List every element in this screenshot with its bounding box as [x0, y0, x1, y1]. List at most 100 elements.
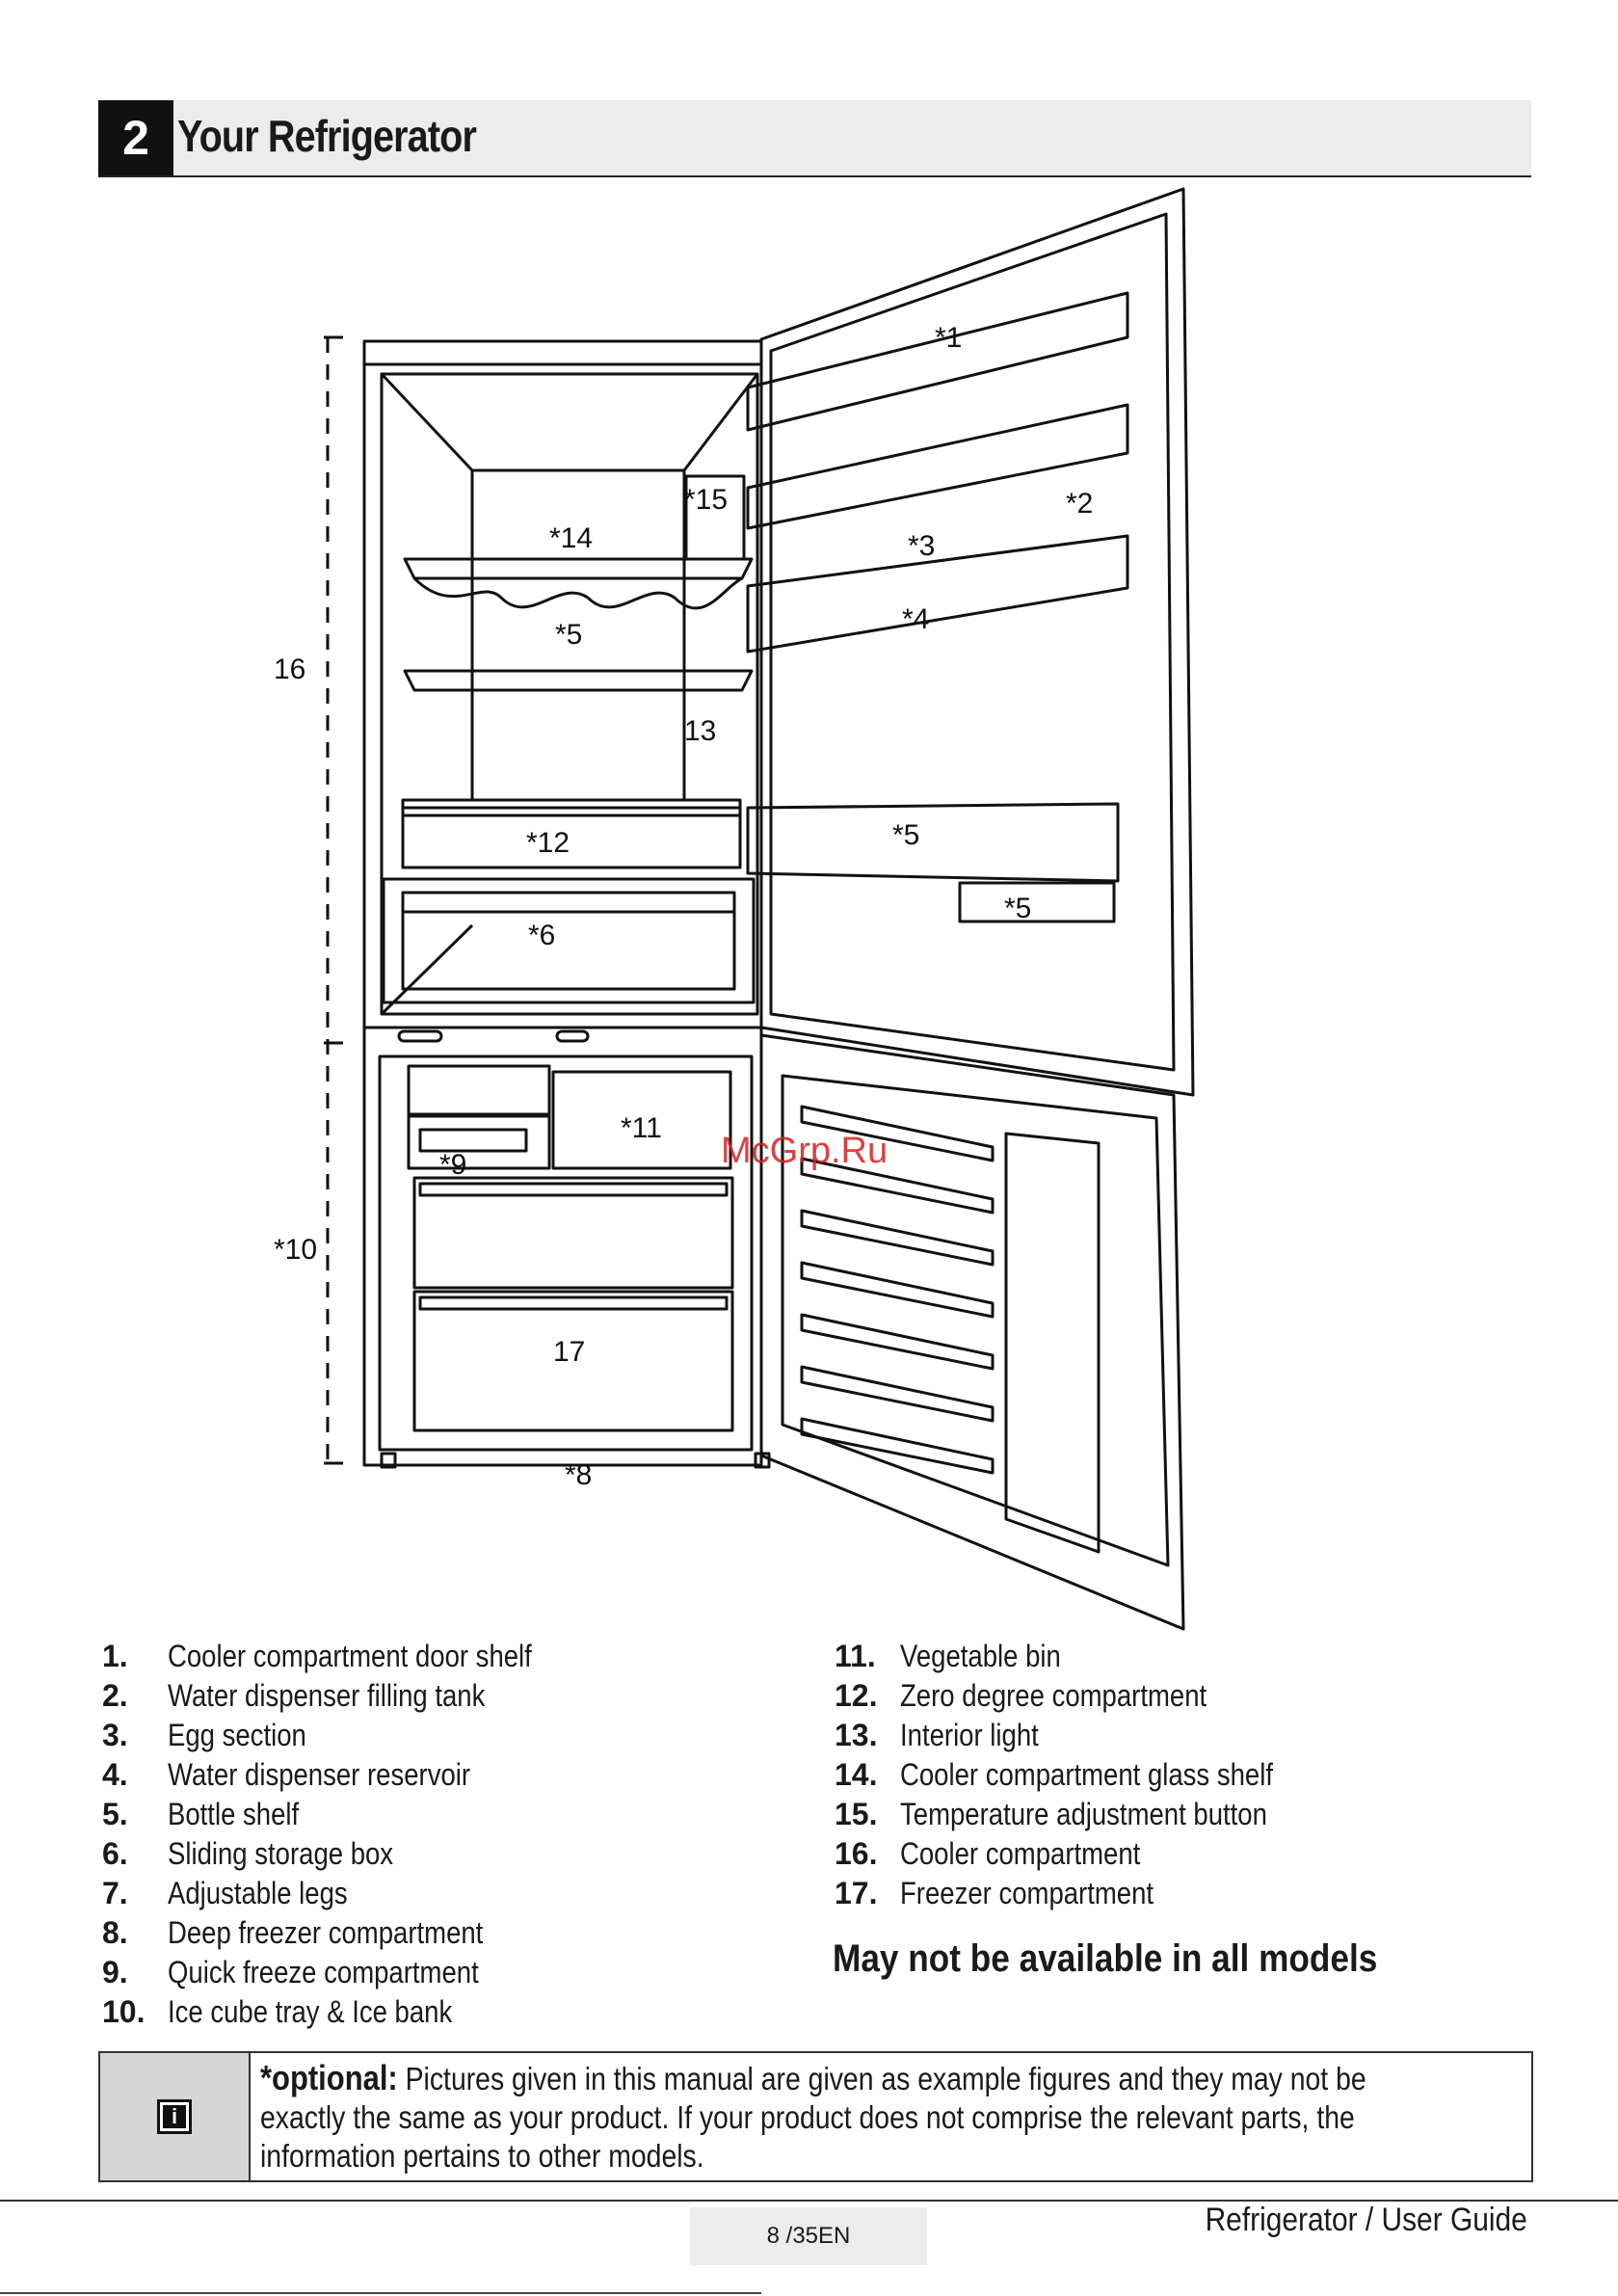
legend-item: 4. Water dispenser reservoir [102, 1757, 591, 1797]
legend-label: Quick freeze compartment [168, 1955, 479, 1989]
deep-freezer-drawer [412, 1290, 734, 1432]
callout-8: 17 [553, 1336, 585, 1368]
note-label: *optional: [260, 2058, 398, 2097]
zero-degree-drawer [401, 798, 742, 869]
legend-number: 17. [835, 1876, 878, 1910]
legend-left: 1. Cooler compartment door shelf 2. Water … [102, 1639, 591, 2034]
door-shelf-3 [746, 534, 1129, 654]
callout-4: *4 [902, 603, 929, 635]
callout-7: *8 [565, 1459, 592, 1491]
door-shelf-2 [746, 403, 1129, 530]
legend-label: Sliding storage box [168, 1836, 394, 1871]
door-bottle-shelf [746, 802, 1120, 883]
legend-label: Cooler compartment door shelf [168, 1639, 532, 1673]
fridge-cavity [380, 372, 759, 1016]
callout-17: *10 [274, 1234, 317, 1266]
legend-label: Water dispenser filling tank [168, 1678, 486, 1713]
legend-number: 1. [102, 1639, 128, 1673]
legend-number: 3. [102, 1718, 128, 1752]
quick-freeze-box [551, 1070, 732, 1170]
legend-number: 13. [835, 1718, 878, 1752]
note-body: Pictures given in this manual are given … [260, 2061, 1366, 2174]
legend-item: 15. Temperature adjustment button [835, 1797, 1334, 1836]
freezer-cavity [378, 1055, 754, 1452]
callout-3: *3 [908, 530, 935, 562]
callout-9: *11 [621, 1112, 662, 1144]
legend-item: 11.Vegetable bin [835, 1639, 1334, 1678]
legend-item: 10. Ice cube tray & Ice bank [102, 1994, 591, 2034]
bottle-shelf-wave [412, 576, 743, 610]
availability-note: May not be available in all models [833, 1937, 1378, 1980]
legend-label: Cooler compartment glass shelf [900, 1757, 1273, 1792]
callout-2: *2 [1066, 488, 1093, 520]
legend-label: Adjustable legs [168, 1876, 348, 1910]
legend-number: 8. [102, 1915, 128, 1950]
section-number: 2 [98, 100, 173, 175]
refrigerator-diagram: *1 *2 *3 *4 *5 *14 *15 *5 13 16 *12 *5 *… [274, 187, 1195, 1631]
callout-16: 16 [274, 654, 305, 685]
section-title: Your Refrigerator [177, 111, 477, 161]
watermark-text: McGrp.Ru [721, 1131, 888, 1171]
legend-label: Freezer compartment [900, 1876, 1154, 1910]
legend-item: 17. Freezer compartment [835, 1876, 1334, 1915]
legend-label: Egg section [168, 1718, 306, 1752]
glass-shelf-lower [403, 669, 754, 692]
callout-12: *12 [526, 827, 570, 859]
legend-item: 1. Cooler compartment door shelf [102, 1639, 591, 1678]
callout-10: *9 [439, 1149, 466, 1181]
legend-number: 16. [835, 1836, 878, 1871]
legend-item: 6. Sliding storage box [102, 1836, 591, 1876]
callout-6: *5 [1004, 893, 1031, 924]
refrigerator-drawing: *1 *2 *3 *4 *5 *14 *15 *5 13 16 *12 *5 *… [274, 187, 1195, 1631]
legend-label: Deep freezer compartment [168, 1915, 484, 1950]
legend-right: 11.Vegetable bin 12. Zero degree compartm… [835, 1639, 1334, 1915]
legend-number: 10. [102, 1994, 146, 2029]
legend-number: 4. [102, 1757, 128, 1792]
callout-5a: *5 [555, 619, 582, 651]
note-icon-cell: i [100, 2053, 251, 2180]
legend-number: 12. [835, 1678, 878, 1713]
callout-13: 13 [684, 715, 716, 747]
legend-number: 14. [835, 1757, 878, 1792]
info-icon: i [157, 2099, 192, 2134]
legend-item: 13. Interior light [835, 1718, 1334, 1757]
legend-number: 5. [102, 1797, 128, 1831]
bottom-rule [0, 2292, 761, 2294]
sliding-storage-box [958, 881, 1116, 923]
ice-tray-box [407, 1064, 551, 1116]
legend-item: 12. Zero degree compartment [835, 1678, 1334, 1718]
legend-item: 8. Deep freezer compartment [102, 1915, 591, 1955]
legend-item: 14. Cooler compartment glass shelf [835, 1757, 1334, 1797]
legend-label: Ice cube tray & Ice bank [168, 1994, 453, 2029]
callout-14: *14 [549, 522, 593, 554]
footer-divider [0, 2200, 1618, 2202]
legend-number: 9. [102, 1955, 128, 1989]
note-text: *optional: Pictures given in this manual… [260, 2059, 1453, 2176]
legend-label: Interior light [900, 1718, 1039, 1752]
door-shelf-1 [746, 291, 1129, 432]
freezer-door [759, 1033, 1185, 1631]
legend-item: 5. Bottle shelf [102, 1797, 591, 1836]
legend-number: 15. [835, 1797, 878, 1831]
fridge-door [759, 187, 1195, 1097]
legend-item: 7.Adjustable legs [102, 1876, 591, 1915]
legend-item: 16. Cooler compartment [835, 1836, 1334, 1876]
page-number: 8 /35EN [690, 2207, 927, 2265]
section-header: 2 Your Refrigerator [98, 100, 1531, 177]
legend-label: Vegetable bin [900, 1639, 1061, 1673]
legend-number: 2. [102, 1678, 128, 1713]
callout-5b: *5 [892, 819, 919, 851]
legend-label: Bottle shelf [168, 1797, 300, 1831]
legend-label: Temperature adjustment button [900, 1797, 1267, 1831]
legend-label: Zero degree compartment [900, 1678, 1207, 1713]
optional-note: i *optional: Pictures given in this manu… [98, 2051, 1533, 2182]
legend-label: Water dispenser reservoir [168, 1757, 471, 1792]
callout-15: *15 [684, 484, 728, 516]
legend-label: Cooler compartment [900, 1836, 1141, 1871]
vegetable-bin [382, 877, 756, 1004]
legend-item: 3. Egg section [102, 1718, 591, 1757]
callout-11: *6 [528, 920, 555, 951]
legend-item: 2. Water dispenser filling tank [102, 1678, 591, 1718]
legend-number: 6. [102, 1836, 128, 1871]
callout-1: *1 [935, 322, 962, 354]
